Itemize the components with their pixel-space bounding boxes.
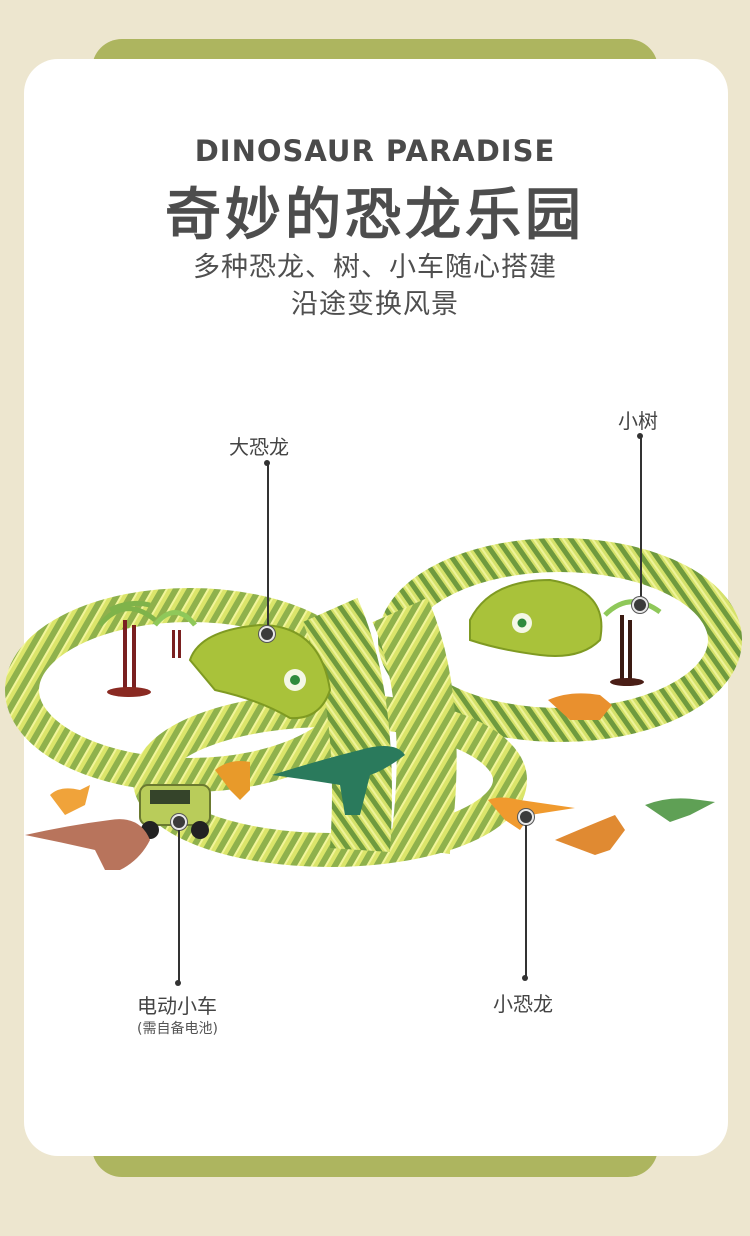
- palm-tree-right: [603, 599, 662, 686]
- callout-marker-small-dinosaur: [518, 809, 534, 825]
- toy-car: [139, 784, 211, 839]
- callout-marker-electric-car: [171, 814, 187, 830]
- callout-leader-line: [525, 825, 527, 978]
- callout-marker-small-tree: [632, 597, 648, 613]
- callout-marker-big-dinosaur: [259, 626, 275, 642]
- palm-tree-left: [98, 600, 197, 697]
- title-english: DINOSAUR PARADISE: [194, 134, 556, 168]
- callout-leader-line: [640, 436, 642, 601]
- callout-dot: [522, 975, 528, 981]
- product-image-dinosaur-track-set: [5, 538, 742, 870]
- callout-label-small-dinosaur: 小恐龙: [493, 992, 553, 1016]
- title-chinese: 奇妙的恐龙乐园: [165, 183, 585, 248]
- callout-label-electric-car: 电动小车: [137, 994, 217, 1018]
- callout-label-small-tree: 小树: [618, 409, 658, 433]
- subtitle-line-2: 沿途变换风景: [291, 289, 459, 320]
- callout-note-batteries: (需自备电池): [137, 1021, 218, 1037]
- callout-leader-line: [267, 463, 269, 626]
- callout-leader-line: [178, 830, 180, 983]
- subtitle-line-1: 多种恐龙、树、小车随心搭建: [193, 252, 557, 283]
- callout-dot: [175, 980, 181, 986]
- callout-label-big-dinosaur: 大恐龙: [229, 435, 289, 459]
